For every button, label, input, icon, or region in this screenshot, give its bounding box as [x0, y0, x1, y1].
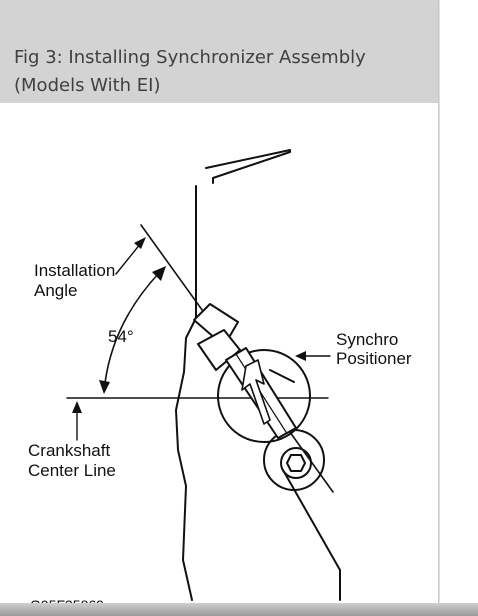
caption-bar: Fig 3: Installing Synchronizer Assembly …	[0, 0, 438, 103]
synchro-label-line1: Synchro	[336, 330, 398, 349]
hex-circle	[280, 447, 312, 479]
synchronizer-diagram: Installation Angle 54° Synchro Positione…	[28, 149, 412, 603]
crankshaft-label-line1: Crankshaft	[28, 441, 110, 460]
housing-right-outline	[269, 369, 341, 601]
synchro-leader-arrow	[295, 351, 306, 361]
positioner-arrow	[241, 359, 271, 425]
crankshaft-leader-arrow	[72, 401, 82, 413]
arc-arrow-top	[152, 266, 166, 281]
installation-leader-arrow	[134, 237, 146, 249]
figure-caption: Fig 3: Installing Synchronizer Assembly …	[14, 47, 366, 96]
synchro-label-line2: Positioner	[336, 349, 412, 368]
housing-outline	[175, 317, 197, 601]
bottom-scroll-bar	[0, 603, 478, 616]
arc-arrow-bottom	[99, 380, 110, 394]
installation-leader	[115, 242, 142, 275]
engine-outline	[195, 149, 291, 319]
page-gutter	[440, 0, 478, 603]
hex-bolt	[286, 454, 306, 472]
sync-cap-lower	[197, 329, 241, 371]
figure-card: Fig 3: Installing Synchronizer Assembly …	[0, 0, 439, 616]
angle-arc	[103, 271, 161, 393]
installation-label-line1: Installation	[34, 261, 115, 280]
synchro-circle	[217, 349, 311, 443]
angle-value-label: 54°	[108, 327, 134, 346]
installation-label-line2: Angle	[34, 281, 77, 300]
crankshaft-label-line2: Center Line	[28, 461, 116, 480]
figure-id-label: G95F35869	[30, 597, 104, 603]
